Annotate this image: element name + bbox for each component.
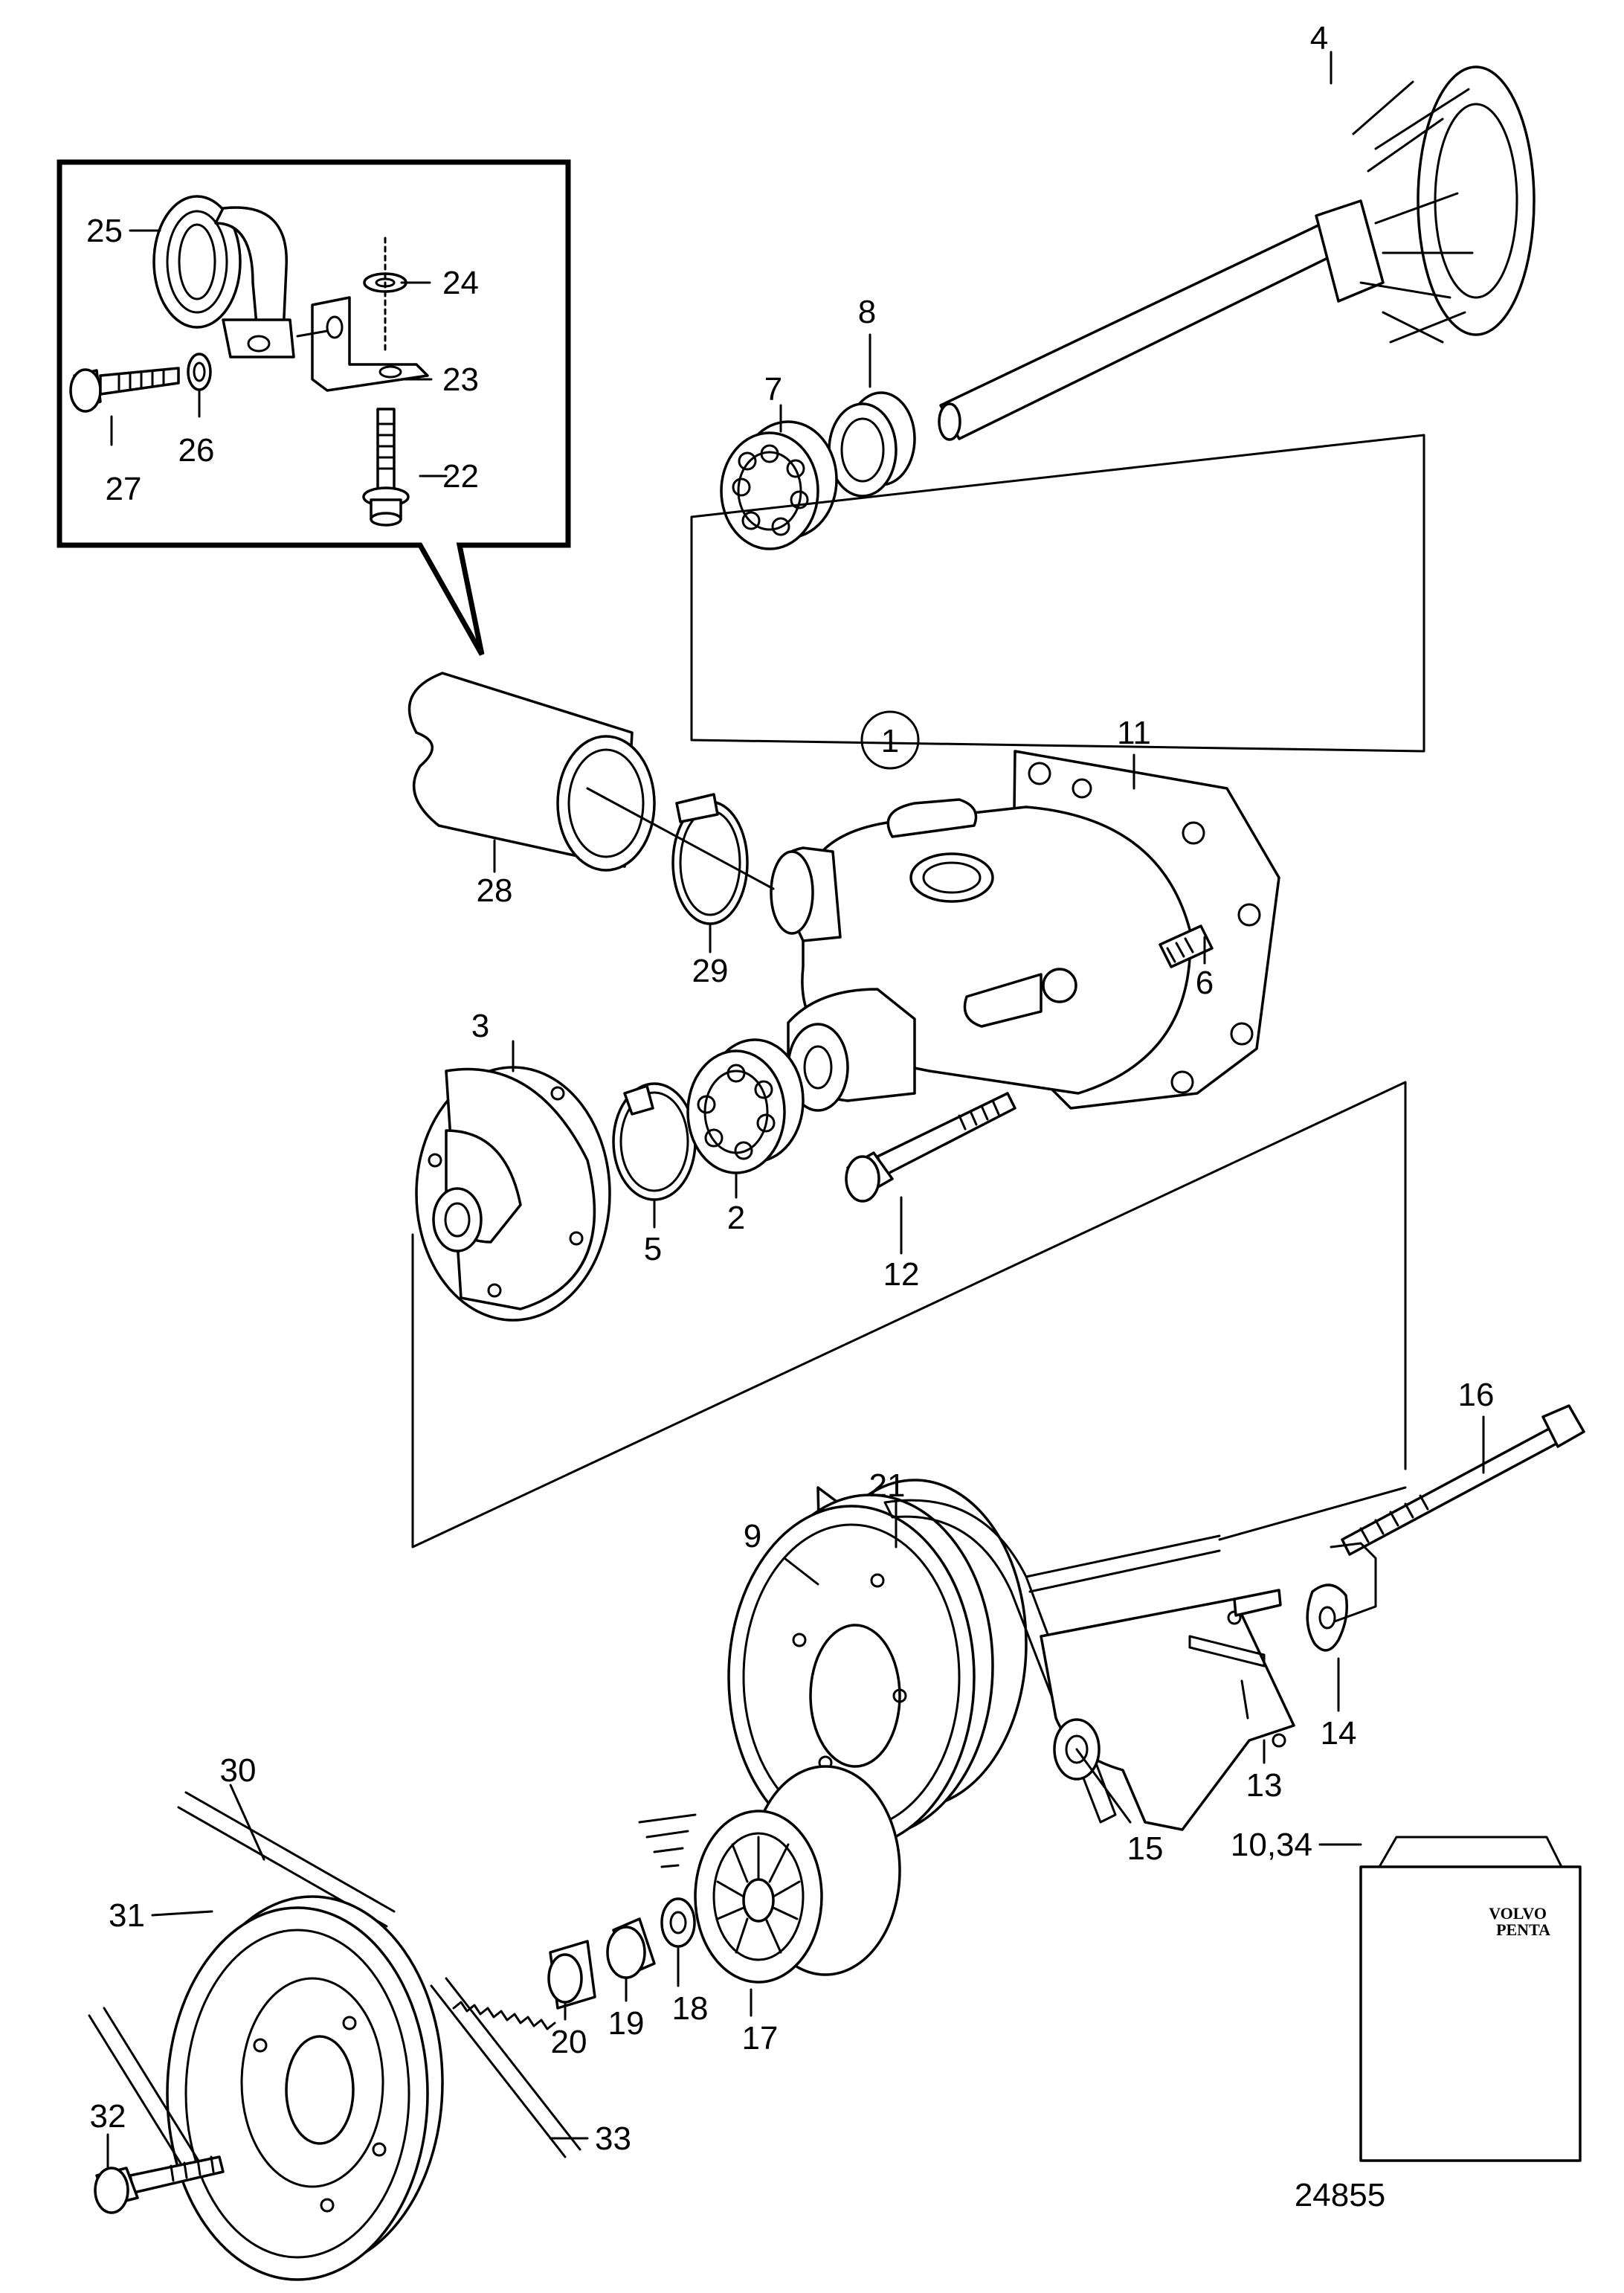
part-25-clamp [152, 195, 295, 358]
callout-28: 28 [477, 872, 513, 909]
group-marker: 1 [860, 710, 920, 770]
callout-33: 33 [595, 2120, 631, 2157]
callout-2: 2 [727, 1200, 745, 1236]
kit-box: VOLVO PENTA [1359, 1836, 1582, 2162]
callout-23: 23 [442, 361, 479, 398]
figure-id: 24855 [1295, 2177, 1385, 2213]
part-4-impeller-shaft [938, 65, 1536, 441]
part-32-bolt [94, 2155, 225, 2214]
part-27-bolt [69, 367, 180, 413]
callout-8: 8 [858, 294, 876, 330]
assembly-frame-upper [690, 434, 1425, 753]
part-7-bearing [720, 420, 838, 550]
group-marker-text: 1 [881, 723, 899, 759]
callout-14: 14 [1321, 1715, 1357, 1752]
callout-7: 7 [764, 371, 782, 408]
part-17-tensioner-pulley [638, 1765, 901, 1984]
part-3-cover [415, 1066, 611, 1322]
pump-housing [770, 750, 1280, 1112]
part-16-bolt [1330, 1404, 1585, 1623]
callout-5: 5 [644, 1231, 662, 1267]
callout-32: 32 [90, 2098, 126, 2135]
part-8-seal [828, 391, 916, 498]
leader-lines [106, 51, 1485, 2170]
inset-detail-box [57, 159, 571, 656]
bracket-leader [1218, 1486, 1407, 1541]
part-20-bushing [547, 1940, 596, 2010]
callout-25: 25 [86, 213, 123, 249]
callout-12: 12 [883, 1256, 920, 1293]
callout-9: 9 [744, 1518, 761, 1554]
callout-19: 19 [608, 2005, 645, 2042]
callout-31: 31 [109, 1897, 145, 1934]
callout-3: 3 [471, 1008, 489, 1044]
part-2-bearing [686, 1038, 805, 1174]
part-19-spacer [606, 1917, 656, 1979]
callout-24: 24 [442, 265, 479, 301]
part-31-pulley [166, 1895, 444, 2281]
part-5-snap-ring [612, 1082, 697, 1201]
part-29-hose-clamp [671, 793, 749, 925]
part-14-lock-washer [1306, 1583, 1348, 1652]
part-28-hose [407, 672, 656, 872]
callout-30: 30 [220, 1752, 257, 1789]
part-23-bracket [296, 296, 429, 392]
callout-22: 22 [442, 458, 479, 495]
callout-4: 4 [1310, 20, 1328, 57]
callout-21: 21 [869, 1467, 906, 1504]
callout-26: 26 [178, 432, 215, 469]
callout-16: 16 [1458, 1377, 1495, 1413]
callout-13: 13 [1246, 1767, 1283, 1804]
callout-10-34: 10,34 [1231, 1827, 1312, 1863]
part-26-washer [187, 353, 212, 391]
callout-27: 27 [106, 471, 142, 507]
part-9-pulley [727, 1479, 1028, 1850]
part-12-bolt [845, 1092, 1016, 1203]
part-22-bolt [362, 408, 410, 527]
callout-17: 17 [742, 2020, 779, 2056]
part-15-leader [1075, 1748, 1132, 1824]
brand-label-line2: PENTA [1496, 1920, 1550, 1939]
callout-29: 29 [692, 953, 729, 989]
hose-axis-line [586, 787, 775, 890]
part-21-belt [883, 1499, 1221, 1824]
part-24-washer [363, 237, 407, 351]
assembly-frame-lower [411, 1081, 1407, 1549]
callout-18: 18 [672, 1990, 709, 2027]
callout-6: 6 [1196, 965, 1214, 1001]
part-6-plug [1159, 924, 1214, 968]
callout-labels: 12 2 3 4 5 6 7 8 9 10,34 11 13 14 15 16 … [86, 20, 1494, 2157]
part-18-washer [660, 1897, 696, 1948]
part-33-belt [88, 1977, 581, 2173]
callout-11: 11 [1117, 715, 1151, 751]
callout-15: 15 [1127, 1830, 1164, 1867]
brand-label-line1: VOLVO [1489, 1904, 1547, 1923]
callout-20: 20 [551, 2024, 587, 2060]
